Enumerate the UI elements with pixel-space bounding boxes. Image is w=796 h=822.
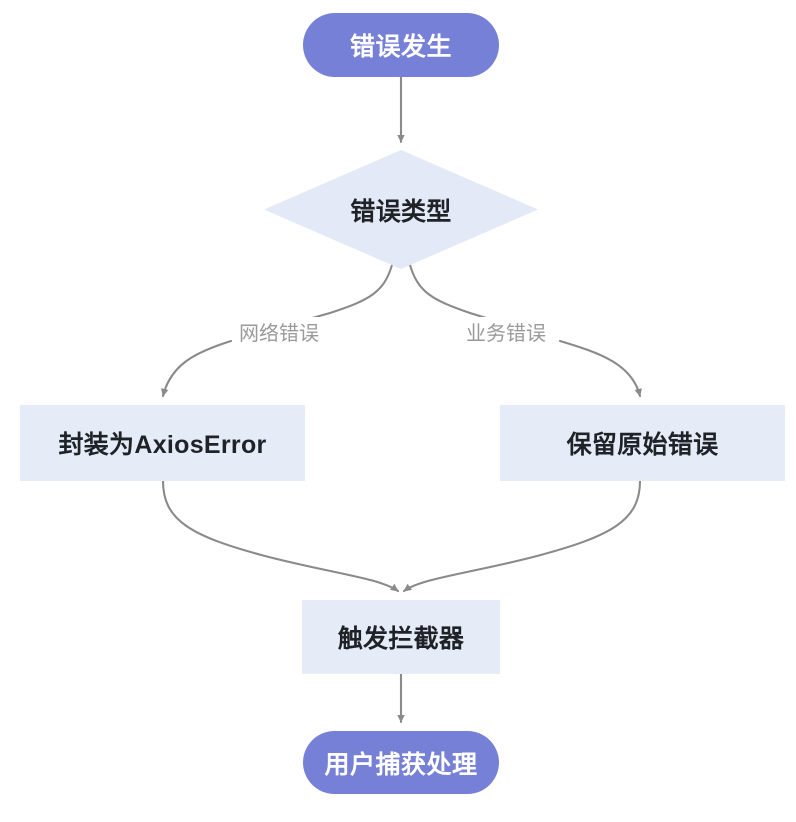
edge-label-business-error: 业务错误 bbox=[463, 317, 549, 346]
edge-label-network-error: 网络错误 bbox=[236, 317, 322, 346]
edge-wrap-axios-to-interceptor bbox=[161, 479, 400, 593]
edge-decision-to-wrap-axios-tail bbox=[161, 339, 233, 398]
node-wrap-axios-label: 封装为AxiosError bbox=[58, 431, 267, 459]
edge-decision-to-wrap-axios bbox=[264, 263, 394, 333]
node-keep-origin-label: 保留原始错误 bbox=[566, 431, 719, 459]
edge-keep-origin-to-interceptor bbox=[402, 479, 642, 593]
node-decision-error-type[interactable]: 错误类型 bbox=[264, 150, 538, 269]
node-wrap-as-axioserror[interactable]: 封装为AxiosError bbox=[20, 405, 305, 481]
node-user-catch-handling[interactable]: 用户捕获处理 bbox=[303, 731, 499, 794]
node-decision-label: 错误类型 bbox=[350, 197, 452, 226]
diamond-shape-icon bbox=[264, 150, 538, 269]
edge-decision-to-keep-origin-tail bbox=[558, 339, 642, 398]
node-trigger-interceptor[interactable]: 触发拦截器 bbox=[302, 600, 500, 674]
node-start-error-occurred[interactable]: 错误发生 bbox=[303, 13, 499, 77]
node-interceptor-label: 触发拦截器 bbox=[337, 625, 465, 653]
edge-decision-to-keep-origin bbox=[408, 263, 524, 331]
node-user-catch-label: 用户捕获处理 bbox=[324, 750, 478, 779]
node-keep-original-error[interactable]: 保留原始错误 bbox=[500, 405, 785, 481]
node-start-label: 错误发生 bbox=[349, 33, 452, 61]
